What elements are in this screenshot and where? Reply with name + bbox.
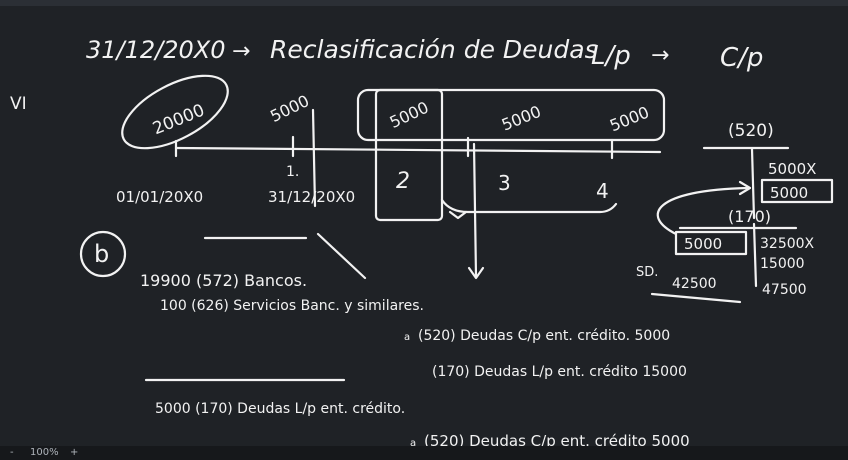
arrow-down-line bbox=[472, 142, 478, 278]
t520-title: (520) bbox=[728, 121, 774, 141]
t170-balance: 42500 bbox=[672, 276, 717, 292]
t170-balance-label: SD. bbox=[636, 265, 658, 280]
title-arrow-2: → bbox=[651, 43, 669, 68]
amount-year2: 5000 bbox=[387, 98, 432, 132]
entry-prefix-1: a bbox=[404, 332, 410, 343]
diagonal-link bbox=[316, 232, 367, 280]
entry-prefix-2: a bbox=[410, 438, 416, 446]
year1-vertical bbox=[311, 108, 317, 208]
year1-date: 31/12/20X0 bbox=[268, 188, 355, 206]
period-2: 2 bbox=[396, 169, 410, 194]
t520-vertical bbox=[750, 147, 756, 220]
t170-balance-underline bbox=[650, 292, 742, 304]
circle-b bbox=[79, 230, 127, 278]
title-lp: L/p bbox=[591, 41, 631, 71]
amount-circle bbox=[121, 74, 229, 150]
t170-credit-2: 15000 bbox=[760, 256, 805, 272]
zoom-in-button[interactable]: + bbox=[70, 447, 79, 458]
year1-label: 1. bbox=[286, 164, 299, 180]
zoom-out-button[interactable]: - bbox=[10, 447, 14, 458]
title-cp: C/p bbox=[720, 43, 763, 73]
transfer-arrow-head bbox=[738, 180, 752, 196]
t170-credit-1: 32500X bbox=[760, 236, 815, 252]
transfer-arrow bbox=[656, 186, 750, 236]
t170-debit-box bbox=[674, 230, 748, 256]
title-arrow: → bbox=[232, 39, 250, 64]
t170-credit-3: 47500 bbox=[762, 282, 807, 298]
period-4: 4 bbox=[596, 179, 609, 203]
amount-initial: 20000 bbox=[150, 100, 208, 139]
entry-520-cp: (520) Deudas C/p ent. crédito. 5000 bbox=[418, 328, 670, 344]
circle-b-letter: b bbox=[94, 240, 109, 268]
entry-520-credit: (520) Deudas C/p ent. crédito 5000 bbox=[424, 432, 690, 446]
long-term-box bbox=[356, 88, 666, 142]
top-toolbar bbox=[0, 0, 848, 6]
t520-credit-2: 5000 bbox=[770, 184, 808, 202]
start-date: 01/01/20X0 bbox=[116, 188, 203, 206]
timeline-axis bbox=[174, 146, 662, 154]
entry-170-debit: 5000 (170) Deudas L/p ent. crédito. bbox=[155, 401, 405, 417]
zoom-level: 100% bbox=[30, 447, 59, 458]
amount-year3: 5000 bbox=[499, 102, 544, 135]
period-3: 3 bbox=[498, 171, 511, 195]
t170-vertical bbox=[752, 222, 758, 288]
t170-debit: 5000 bbox=[684, 235, 722, 253]
entry-banks: 19900 (572) Bancos. bbox=[140, 271, 307, 290]
section-label: VI bbox=[10, 94, 27, 114]
brace bbox=[440, 198, 618, 214]
t520-credit-2-box bbox=[760, 178, 834, 204]
drawing-canvas[interactable]: 31/12/20X0 → Reclasificación de Deudas L… bbox=[0, 6, 848, 446]
title-date: 31/12/20X0 bbox=[86, 36, 226, 64]
entry-bank-services: 100 (626) Servicios Banc. y similares. bbox=[160, 298, 424, 314]
amount-year4: 5000 bbox=[607, 102, 652, 135]
arrow-down-head bbox=[467, 266, 485, 280]
title-text: Reclasificación de Deudas bbox=[270, 35, 598, 64]
period-2-box bbox=[374, 88, 444, 222]
brace-point bbox=[448, 210, 468, 220]
t520-credit-1: 5000X bbox=[768, 160, 816, 178]
entry-170-lp: (170) Deudas L/p ent. crédito 15000 bbox=[432, 364, 687, 380]
zoom-bar: - 100% + bbox=[0, 446, 848, 460]
amount-year1: 5000 bbox=[267, 91, 312, 126]
t170-title: (170) bbox=[728, 207, 771, 226]
